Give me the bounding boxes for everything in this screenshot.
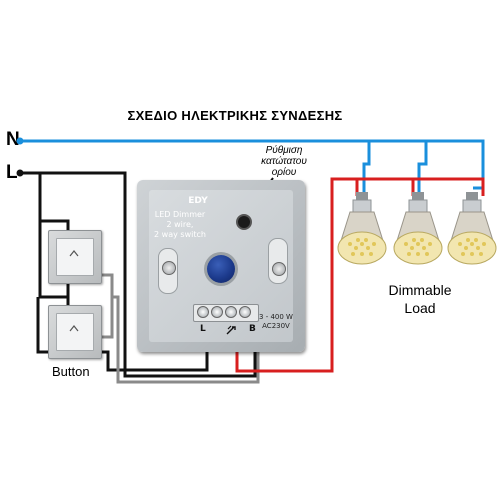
- dimmer-description-2: 2 wire,: [166, 220, 194, 229]
- live-terminal-dot: [16, 169, 24, 177]
- neutral-terminal-dot: [16, 137, 24, 145]
- live-wire: [20, 171, 257, 378]
- push-button-1-rocker[interactable]: [56, 238, 94, 276]
- push-button-icon: [68, 319, 80, 332]
- push-button-2-rocker[interactable]: [56, 313, 94, 351]
- trim-potentiometer[interactable]: [236, 214, 252, 230]
- mounting-slot-right: [268, 238, 288, 284]
- screw-right-icon: [272, 262, 286, 276]
- dimmer-rating-2: AC230V: [262, 322, 290, 330]
- live-rail-label: L: [6, 162, 18, 183]
- dimmer-description-3: 2 way switch: [154, 230, 206, 239]
- dimmer-description-1: LED Dimmer: [154, 210, 206, 219]
- terminal-screw-1-icon: [197, 306, 209, 318]
- led-spot-lamp-icon: [446, 192, 498, 268]
- terminal-screw-4-icon: [239, 306, 251, 318]
- adjust-note-3: ορίου: [271, 167, 297, 178]
- push-button-icon: [68, 244, 80, 257]
- neutral-rail-label: N: [6, 129, 20, 150]
- terminal-screw-2-icon: [211, 306, 223, 318]
- adjust-note-1: Ρύθμιση: [265, 145, 303, 156]
- dimmer-knob-icon[interactable]: [207, 255, 235, 283]
- led-spot-lamp-icon: [392, 192, 444, 268]
- button-label: Button: [52, 364, 90, 379]
- terminal-screw-3-icon: [225, 306, 237, 318]
- terminal-label-l: L: [200, 324, 206, 334]
- dimmer-brand: EDY: [188, 196, 208, 206]
- led-spot-lamp-icon: [336, 192, 388, 268]
- load-label-1: Dimmable: [388, 282, 452, 298]
- terminal-label-b: B: [249, 324, 256, 334]
- screw-left-icon: [162, 261, 176, 275]
- dimmer-rating-1: 3 - 400 W: [259, 313, 293, 321]
- diagram-title: ΣΧΕΔΙΟ ΗΛΕΚΤΡΙΚΗΣ ΣΥΝΔΕΣΗΣ: [127, 108, 343, 123]
- load-label-2: Load: [404, 300, 436, 316]
- dimmer-symbol-icon: [226, 322, 240, 335]
- adjust-note-2: κατώτατου: [261, 156, 307, 167]
